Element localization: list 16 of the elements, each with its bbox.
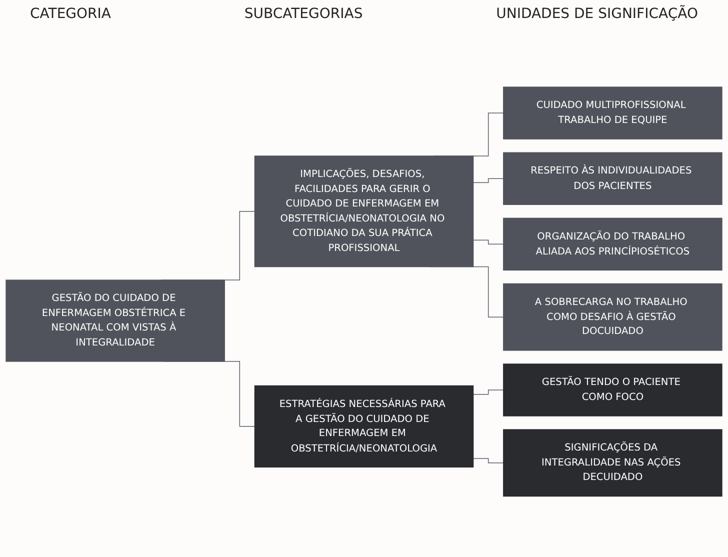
node-box: GESTÃO TENDO O PACIENTE COMO FOCO bbox=[503, 363, 722, 416]
node-box: ESTRATÉGIAS NECESSÁRIAS PARA A GESTÃO DO CUIDADO DE ENFERMAGEM EM OBSTETRÍCIA/NEONATOLOGIA bbox=[254, 385, 474, 468]
column-heading: SUBCATEGORIAS bbox=[244, 6, 363, 24]
node-box: SIGNIFICAÇÕES DA INTEGRALIDADE NAS AÇÕES DECUIDADO bbox=[503, 429, 722, 496]
node-box: RESPEITO ÀS INDIVIDUALIDADES DOS PACIENTES bbox=[503, 152, 722, 205]
connector bbox=[472, 178, 504, 183]
node-box: CUIDADO MULTIPROFISSIONAL TRABALHO DE EQUIPE bbox=[503, 86, 722, 140]
connector bbox=[472, 240, 504, 244]
column-heading: UNIDADES DE SIGNIFICAÇÃO bbox=[496, 6, 698, 24]
connector bbox=[472, 458, 504, 464]
node-box: ORGANIZAÇÃO DO TRABALHO ALIADA AOS PRINCÍPIOSÉTICOS bbox=[503, 218, 722, 270]
node-box: IMPLICAÇÕES, DESAFIOS, FACILIDADES PARA GERIR O CUIDADO DE ENFERMAGEM EM OBSTETRÍCIA/NEONATOLOGIA NO COTIDIANO DA SUA PRÁTICA PROFISSIONAL bbox=[254, 155, 474, 267]
connector bbox=[472, 389, 504, 395]
column-heading: CATEGORIA bbox=[30, 6, 111, 24]
node-box: A SOBRECARGA NO TRABALHO COMO DESAFIO À GESTÃO DOCUIDADO bbox=[503, 283, 722, 351]
node-box: GESTÃO DO CUIDADO DE ENFERMAGEM OBSTÉTRICA E NEONATAL COM VISTAS À INTEGRALIDADE bbox=[6, 280, 225, 362]
